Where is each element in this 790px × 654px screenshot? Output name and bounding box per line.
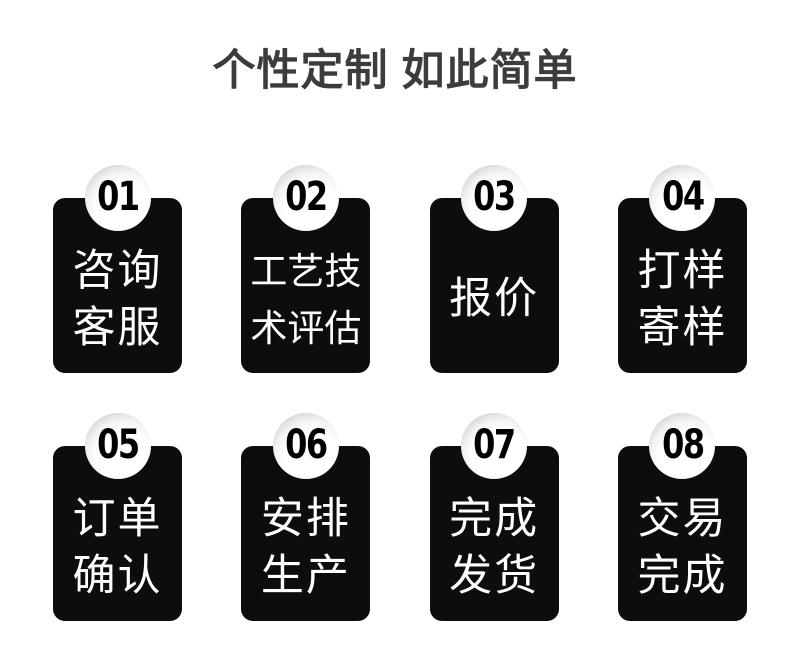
step-card-05: 05 订单 确认 xyxy=(53,413,182,621)
steps-row-bottom: 05 订单 确认 06 安排 生产 07 xyxy=(53,413,747,621)
step-number-badge-06: 06 xyxy=(272,413,339,479)
step-number-badge-03: 03 xyxy=(461,165,528,231)
step-card-body-03: 报价 xyxy=(429,198,559,373)
step-number-badge-07: 07 xyxy=(461,413,528,479)
step-text-line: 工艺技 xyxy=(250,250,362,292)
step-number-05: 05 xyxy=(96,422,140,468)
step-number-badge-02: 02 xyxy=(272,165,339,231)
page-title: 个性定制 如此简单 xyxy=(212,47,578,95)
step-number-07: 07 xyxy=(473,422,516,468)
step-number-badge-04: 04 xyxy=(649,165,716,231)
step-number-01: 01 xyxy=(96,174,140,220)
step-text-line: 寄样 xyxy=(637,303,728,352)
step-card-04: 04 打样 寄样 xyxy=(617,165,747,373)
step-text-line: 咨询 xyxy=(72,246,163,295)
step-text-line: 完成 xyxy=(637,551,728,600)
step-number-badge-01: 01 xyxy=(84,165,151,231)
step-text-line: 完成 xyxy=(449,494,540,543)
step-card-03: 03 报价 xyxy=(429,165,559,373)
step-card-08: 08 交易 完成 xyxy=(617,413,747,621)
steps-row-top: 01 咨询 客服 02 工艺技 术评估 03 xyxy=(53,165,747,373)
step-text-line: 打样 xyxy=(637,246,728,295)
step-number-06: 06 xyxy=(285,422,328,468)
step-card-01: 01 咨询 客服 xyxy=(53,165,182,373)
step-card-02: 02 工艺技 术评估 xyxy=(241,165,371,373)
step-text-line: 交易 xyxy=(637,494,728,543)
step-number-badge-05: 05 xyxy=(84,413,151,479)
step-text-line: 安排 xyxy=(260,494,351,543)
step-text-line: 确认 xyxy=(72,551,163,600)
steps-grid: 01 咨询 客服 02 工艺技 术评估 03 xyxy=(53,165,747,621)
step-number-04: 04 xyxy=(661,174,705,220)
step-number-02: 02 xyxy=(285,174,328,220)
step-text-line: 订单 xyxy=(72,494,163,543)
step-number-08: 08 xyxy=(661,422,705,468)
step-text-line: 报价 xyxy=(449,275,540,323)
step-text-line: 发货 xyxy=(449,551,540,600)
step-card-06: 06 安排 生产 xyxy=(241,413,371,621)
step-text-line: 客服 xyxy=(72,303,163,352)
step-text-line: 术评估 xyxy=(250,307,362,349)
step-number-badge-08: 08 xyxy=(649,413,716,479)
step-number-03: 03 xyxy=(473,174,516,220)
step-text-line: 生产 xyxy=(260,551,351,600)
step-card-07: 07 完成 发货 xyxy=(429,413,559,621)
